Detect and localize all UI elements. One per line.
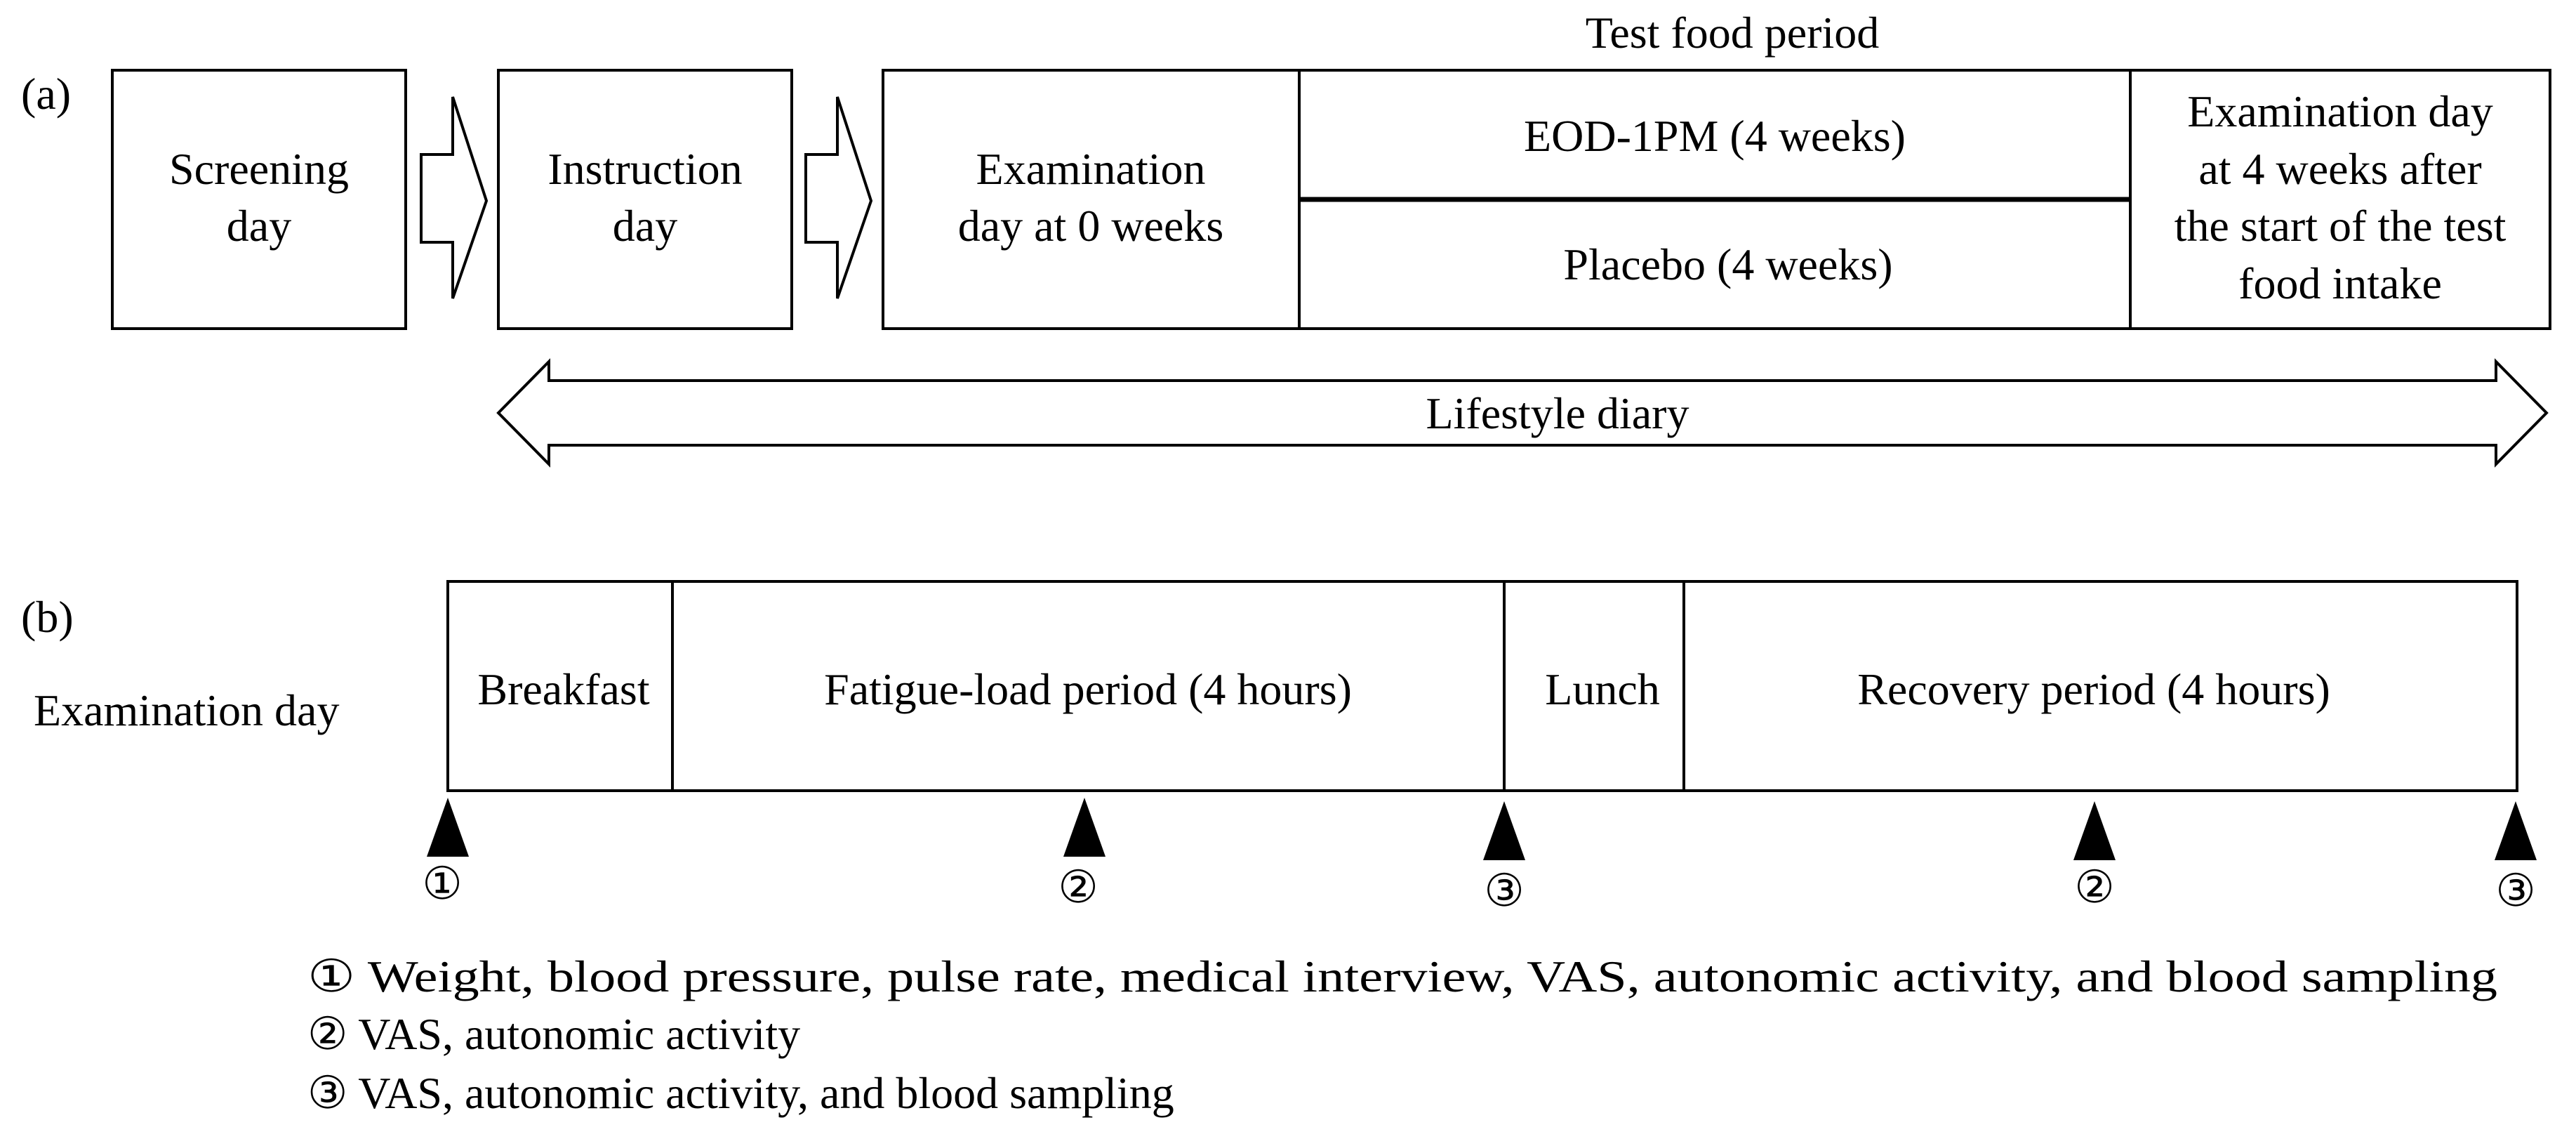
recovery-label: Recovery period (4 hours) [1857,664,2330,714]
recovery-segment [1682,580,2518,792]
timepoint-marker-5 [2495,801,2537,860]
legend-item-2: ② VAS, autonomic activity [307,1009,800,1059]
flow-arrow-2 [804,96,873,299]
placebo-group-box [1298,198,2132,330]
timepoint-marker-2 [1063,798,1106,857]
breakfast-label: Breakfast [477,664,649,714]
exam-day-4-weeks-line-1: Examination day [2187,86,2492,136]
instruction-day-line-1: Instruction [547,144,742,194]
panel-b: (b) Examination day Breakfast Fatigue-lo… [21,580,2537,916]
timepoint-marker-3 [1483,801,1525,860]
screening-day-line-2: day [227,201,291,251]
legend-item-1: ① Weight, blood pressure, pulse rate, me… [307,951,2497,1001]
timepoint-number-1: ① [422,859,462,909]
instruction-day-box [497,69,793,330]
exam-day-0-weeks-line-1: Examination [976,144,1205,194]
eod-1pm-group-box [1298,69,2132,201]
timepoint-number-3: ③ [1484,866,1524,916]
exam-day-4-weeks-line-3: the start of the test [2175,201,2507,251]
timepoint-marker-4 [2073,801,2116,860]
examination-day-row-label: Examination day [34,685,339,735]
screening-day-box [111,69,407,330]
placebo-group-label: Placebo (4 weeks) [1563,239,1892,289]
exam-day-0-weeks-box [882,69,1301,330]
exam-day-0-weeks-line-2: day at 0 weeks [958,201,1224,251]
timepoint-marker-1 [427,798,469,857]
lifestyle-diary-label: Lifestyle diary [1426,388,1689,438]
test-food-period-header: Test food period [1586,8,1880,58]
legend: ① Weight, blood pressure, pulse rate, me… [307,951,2497,1118]
flow-arrow-1 [420,96,489,299]
exam-day-4-weeks-line-2: at 4 weeks after [2198,144,2481,194]
panel-b-label: (b) [21,592,74,642]
lunch-label: Lunch [1545,664,1660,714]
timepoint-number-2: ② [1058,862,1098,912]
exam-day-4-weeks-box [2129,69,2551,330]
screening-day-line-1: Screening [169,144,349,194]
instruction-day-line-2: day [613,201,677,251]
timepoint-number-4: ② [2074,862,2114,912]
timepoint-number-5: ③ [2495,866,2535,916]
panel-a-label: (a) [21,69,71,119]
panel-a: (a) Test food period Screening day Instr… [21,8,2551,468]
eod-1pm-group-label: EOD-1PM (4 weeks) [1524,111,1906,161]
lifestyle-diary-arrow [496,358,2549,468]
exam-day-4-weeks-line-4: food intake [2238,258,2442,308]
legend-item-3: ③ VAS, autonomic activity, and blood sam… [307,1068,1174,1118]
fatigue-load-label: Fatigue-load period (4 hours) [824,664,1352,714]
